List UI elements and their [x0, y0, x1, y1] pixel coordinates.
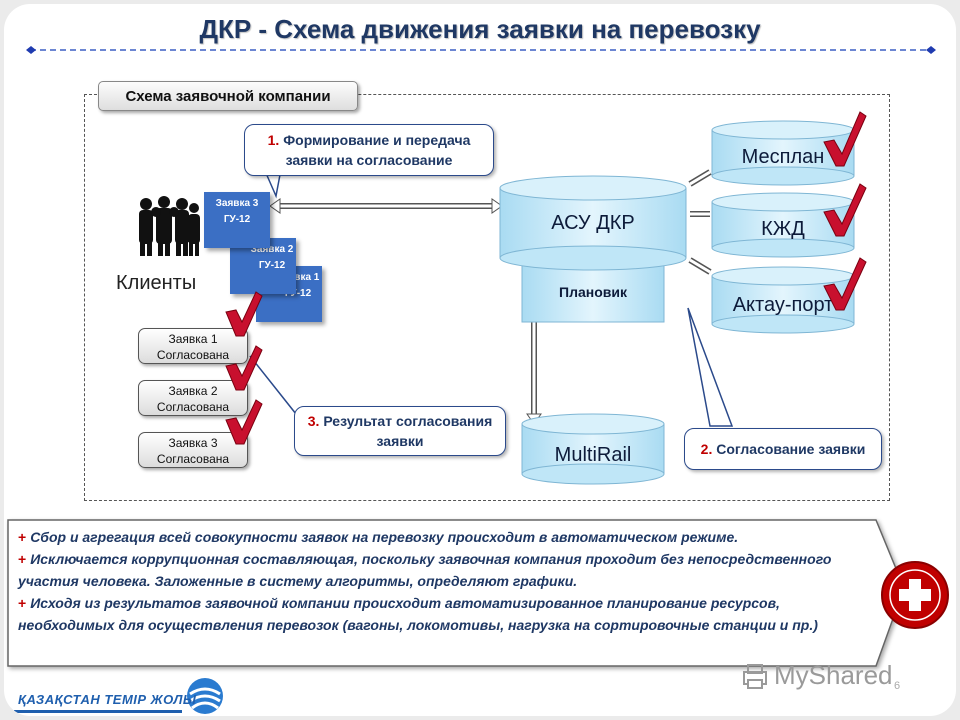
callout-step1: 1. Формирование и передача заявки на сог…	[244, 124, 494, 176]
callout-step3-line2: заявки	[376, 433, 424, 449]
process-frame	[84, 94, 890, 501]
asu-label: АСУ ДКР	[551, 212, 635, 234]
callout-step2: 2. Согласование заявки	[684, 428, 882, 470]
asu-cylinder	[499, 175, 687, 271]
status-box-1-line1: Заявка 1	[168, 332, 218, 346]
first-aid-cross-icon	[881, 561, 949, 629]
railway-logo-icon	[187, 678, 223, 714]
checkmark-icon	[225, 399, 263, 445]
request-doc-2-line1: Заявка 2	[250, 244, 294, 255]
callout2-pointer	[687, 307, 734, 427]
frame-label: Схема заявочной компании	[98, 81, 358, 111]
request-doc-3: Заявка 3 ГУ-12	[204, 192, 270, 248]
company-logo-text: ҚАЗАҚСТАН ТЕМІР ЖОЛЫ	[18, 692, 197, 707]
status-box-1: Заявка 1 Согласована	[138, 328, 248, 364]
slide: ДКР - Схема движения заявки на перевозку	[4, 4, 956, 716]
planner-label: Плановик	[559, 284, 627, 300]
callout-step1-line2: заявки на согласование	[285, 152, 453, 168]
checkmark-icon	[823, 111, 867, 167]
callout-step2-num: 2.	[700, 441, 713, 457]
mesplan-label: Месплан	[741, 146, 825, 168]
arrow-asu-mesplan	[688, 169, 712, 187]
arrow-asu-aktau	[688, 257, 712, 275]
printer-icon	[743, 664, 767, 689]
status-box-3: Заявка 3 Согласована	[138, 432, 248, 468]
benefits-list: +Сбор и агрегация всей совокупности заяв…	[18, 526, 870, 636]
status-box-1-line2: Согласована	[156, 348, 230, 362]
callout-step3: 3. Результат согласования заявки	[294, 406, 506, 456]
checkmark-icon	[225, 345, 263, 391]
status-box-3-line2: Согласована	[156, 452, 230, 466]
request-doc-1-line2: ГУ-12	[284, 288, 312, 299]
aktau-label: Актау-порт	[732, 294, 834, 316]
callout-step1-num: 1.	[267, 132, 280, 148]
clients-label: Клиенты	[116, 272, 197, 294]
people-group-icon	[139, 196, 200, 256]
checkmark-icon	[823, 183, 867, 237]
arrow-requests-asu	[269, 198, 503, 214]
multirail-label: MultiRail	[554, 444, 632, 466]
benefit-item: +Сбор и агрегация всей совокупности заяв…	[18, 529, 739, 545]
callout-step3-line1: Результат согласования	[323, 413, 493, 429]
benefit-item: +Исключается коррупционная составляющая,…	[18, 551, 832, 589]
request-doc-2-line2: ГУ-12	[258, 260, 286, 271]
callout-step1-line1: Формирование и передача	[283, 132, 471, 148]
request-doc-3-line1: Заявка 3	[215, 198, 259, 209]
page-number: 6	[894, 680, 901, 692]
status-box-3-line1: Заявка 3	[168, 436, 218, 450]
status-box-2-line2: Согласована	[156, 400, 230, 414]
benefits-box-shape	[7, 519, 905, 667]
checkmarks	[225, 111, 867, 445]
request-doc-3-line2: ГУ-12	[223, 214, 251, 225]
checkmark-icon	[823, 257, 867, 311]
request-doc-1-line1: Заявка 1	[276, 272, 320, 283]
kzhd-label: КЖД	[761, 218, 805, 240]
benefit-item: +Исходя из результатов заявочной компани…	[18, 595, 818, 633]
callout-step2-text: Согласование заявки	[716, 441, 866, 457]
checkmark-icon	[225, 291, 263, 337]
callout-step3-num: 3.	[307, 413, 320, 429]
watermark-text: MyShared	[774, 660, 893, 690]
page-title: ДКР - Схема движения заявки на перевозку	[199, 14, 761, 44]
status-box-2-line1: Заявка 2	[168, 384, 218, 398]
aktau-cylinder	[711, 266, 855, 334]
multirail-cylinder	[521, 413, 665, 485]
status-box-2: Заявка 2 Согласована	[138, 380, 248, 416]
logo-underline	[14, 710, 182, 713]
